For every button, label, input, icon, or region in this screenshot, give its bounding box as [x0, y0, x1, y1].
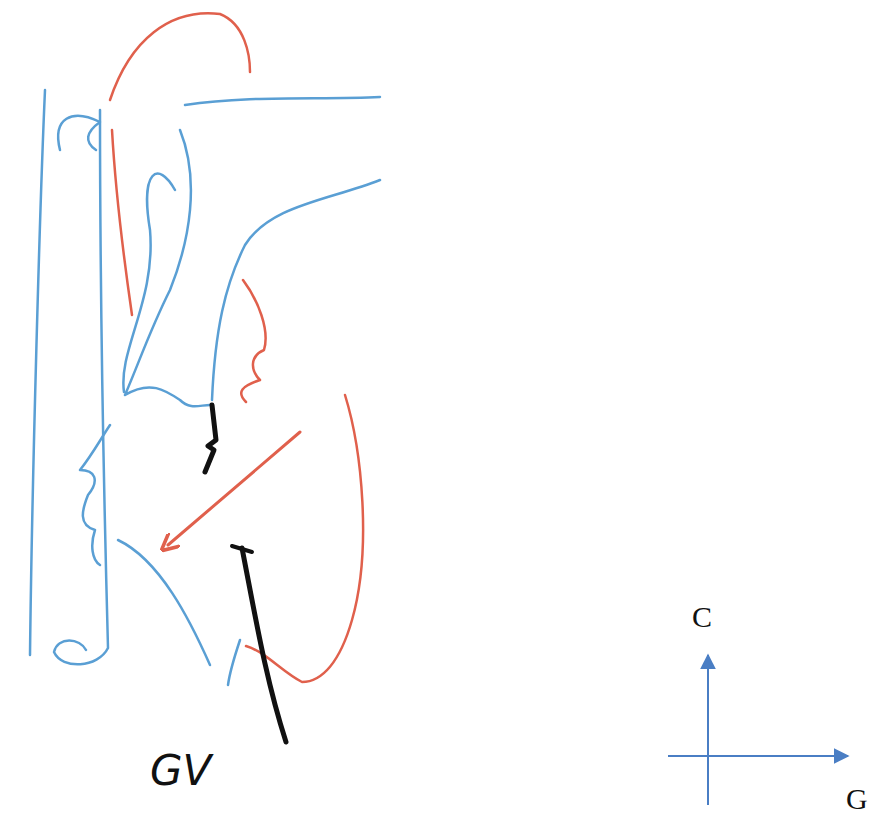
blue-contours — [30, 90, 380, 685]
black-marks — [205, 405, 286, 742]
handwritten-label: GV — [150, 750, 211, 792]
axis-cross — [668, 655, 848, 805]
red-contours — [110, 13, 363, 682]
axis-label: G — [846, 784, 868, 814]
axis-label: C — [692, 602, 712, 632]
